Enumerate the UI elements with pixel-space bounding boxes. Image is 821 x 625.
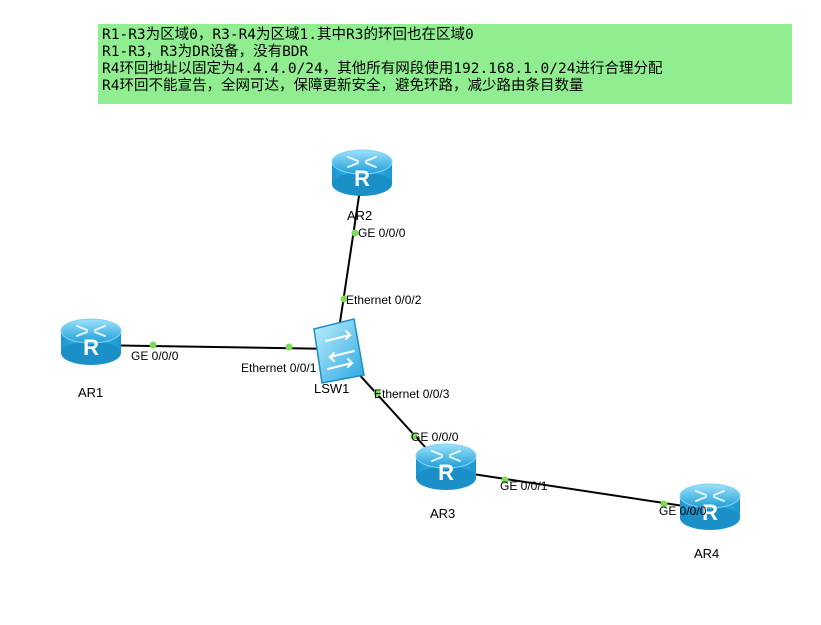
note-line-2: R1-R3，R3为DR设备，没有BDR [102,44,309,60]
router-ar1[interactable] [60,318,122,366]
router-icon [60,318,122,366]
port-dot-ar2-ge [351,229,359,237]
router-icon [331,149,393,197]
port-label-ar3-ge0: GE 0/0/0 [411,430,459,444]
switch-lsw1[interactable] [313,318,365,384]
note-line-1: R1-R3为区域0，R3-R4为区域1.其中R3的环回也在区域0 [102,27,474,43]
link-ar2-lsw1[interactable] [335,175,363,350]
router-ar3[interactable] [415,443,477,491]
port-dot-ar3-ge0 [410,432,418,440]
requirements-note[interactable]: R1-R3为区域0，R3-R4为区域1.其中R3的环回也在区域0 R1-R3，R… [98,24,792,104]
device-label-ar1: AR1 [78,385,103,400]
port-dot-ar1-ge [149,341,157,349]
router-ar2[interactable] [331,149,393,197]
port-label-lsw-e3: Ethernet 0/0/3 [374,387,450,401]
device-label-ar3: AR3 [430,506,455,521]
switch-icon [313,318,365,384]
note-line-3: R4环回地址以固定为4.4.4.0/24，其他所有网段使用192.168.1.0… [102,61,663,77]
port-label-ar4-ge: GE 0/0/0 [659,504,707,518]
port-label-ar2-ge: GE 0/0/0 [358,226,406,240]
port-dot-lsw-e3 [373,389,381,397]
port-dot-lsw-e1 [285,343,293,351]
port-label-ar1-ge: GE 0/0/0 [131,349,179,363]
device-label-ar2: AR2 [347,208,372,223]
router-icon [415,443,477,491]
port-label-lsw-e2: Ethernet 0/0/2 [346,293,422,307]
port-dot-ar3-ge1 [501,476,509,484]
link-ar1-lsw1[interactable] [90,344,337,350]
note-line-4: R4环回不能宣告，全网可达，保障更新安全，避免环路，减少路由条目数量 [102,78,584,94]
device-label-lsw1: LSW1 [314,381,349,396]
port-label-lsw-e1: Ethernet 0/0/1 [241,361,317,375]
port-label-ar3-ge1: GE 0/0/1 [500,479,548,493]
port-dot-ar4-ge [660,500,668,508]
device-label-ar4: AR4 [694,546,719,561]
port-dot-lsw-e2 [340,295,348,303]
